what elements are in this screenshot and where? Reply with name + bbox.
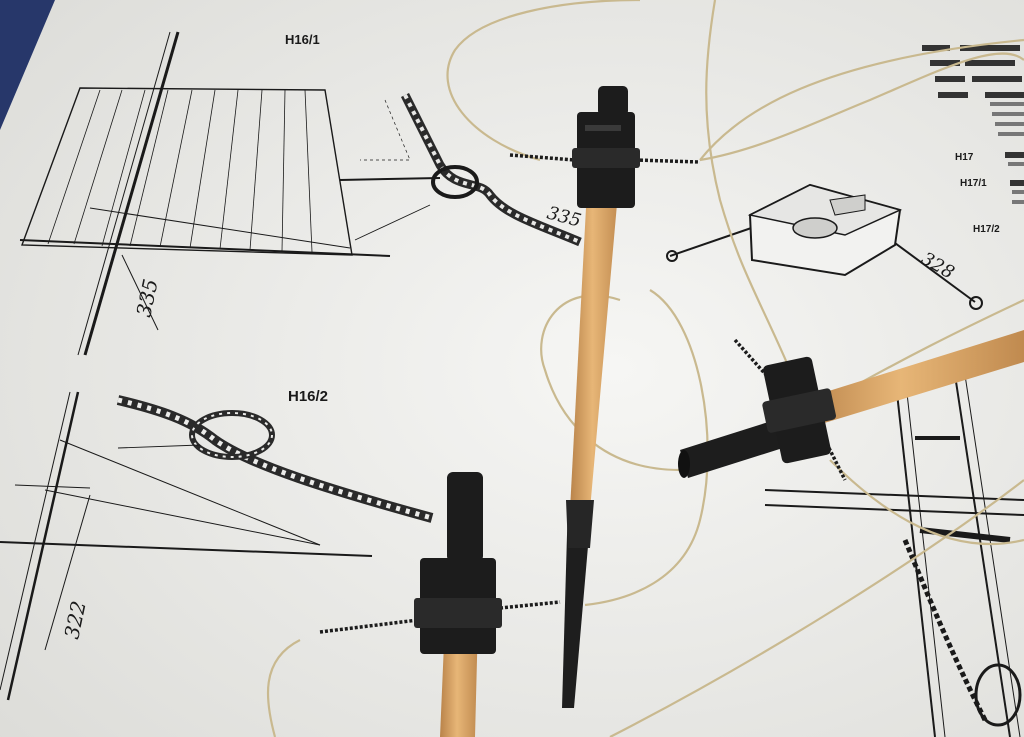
drawing-h16-2 (0, 391, 434, 701)
drawing-h16-1 (19, 31, 391, 356)
drawing-mast-lower-right (764, 374, 1024, 737)
side-legend: H17 H17/1 H17/2 (922, 45, 1024, 235)
knot-detail-upper (339, 92, 582, 247)
spar-vertical-center (562, 170, 620, 708)
label-h17-1: H17/1 (960, 178, 987, 189)
mast-cap-block-top (572, 86, 640, 208)
label-h17: H17 (955, 152, 974, 163)
fitting-block-right (762, 356, 836, 464)
mast-cap-block-bottom (414, 472, 502, 654)
label-h17-2: H17/2 (973, 224, 1000, 235)
seized-thread-sections (319, 153, 847, 634)
label-h16-2: H16/2 (288, 388, 328, 405)
block-drawing (666, 183, 983, 310)
label-h16-1: H16/1 (285, 32, 320, 47)
